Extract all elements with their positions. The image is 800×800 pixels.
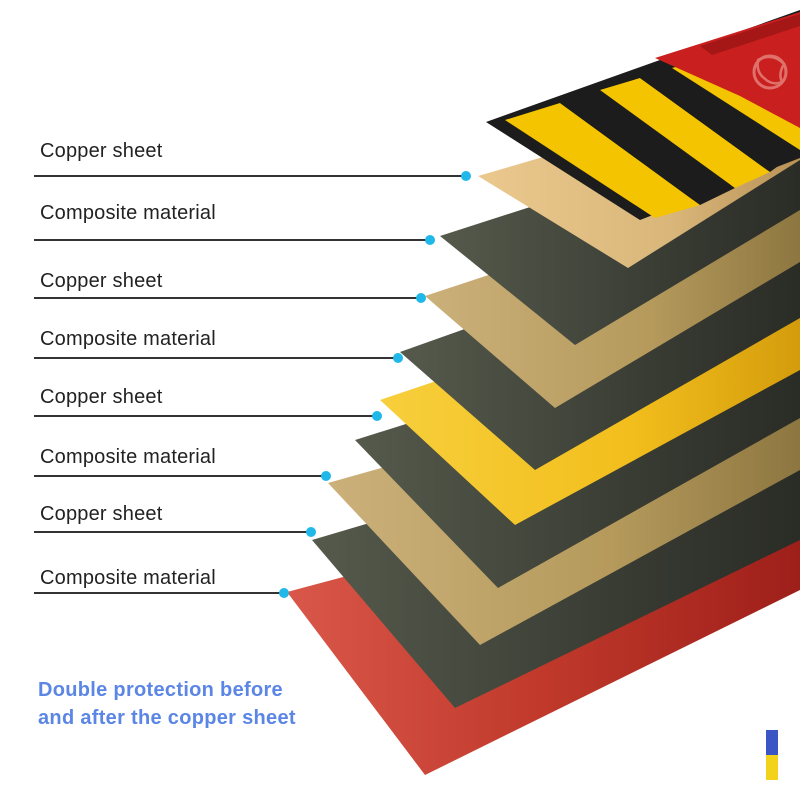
layer-label-5: Copper sheet [40, 386, 163, 408]
leader-line-6 [34, 475, 326, 477]
layer-label-3: Copper sheet [40, 270, 163, 292]
caption: Double protection before and after the c… [38, 676, 296, 732]
leader-dot-5 [372, 411, 382, 421]
dragon-emblem-icon [752, 54, 788, 90]
leader-dot-8 [279, 588, 289, 598]
leader-dot-3 [416, 293, 426, 303]
layer-label-7: Copper sheet [40, 503, 163, 525]
leader-line-4 [34, 357, 398, 359]
layer-label-6: Composite material [40, 446, 216, 468]
leader-line-3 [34, 297, 421, 299]
leader-line-8 [34, 592, 284, 594]
layer-label-8: Composite material [40, 567, 216, 589]
flag-icon [766, 730, 778, 780]
leader-line-7 [34, 531, 311, 533]
leader-dot-1 [461, 171, 471, 181]
layer-label-1: Copper sheet [40, 140, 163, 162]
leader-dot-4 [393, 353, 403, 363]
layer-label-2: Composite material [40, 202, 216, 224]
leader-dot-2 [425, 235, 435, 245]
leader-dot-7 [306, 527, 316, 537]
leader-line-1 [34, 175, 466, 177]
caption-line-2: and after the copper sheet [38, 707, 296, 729]
leader-dot-6 [321, 471, 331, 481]
top-striped-sheet [486, 10, 800, 220]
layer-label-4: Composite material [40, 328, 216, 350]
leader-line-5 [34, 415, 377, 417]
leader-line-2 [34, 239, 430, 241]
caption-line-1: Double protection before [38, 679, 283, 701]
